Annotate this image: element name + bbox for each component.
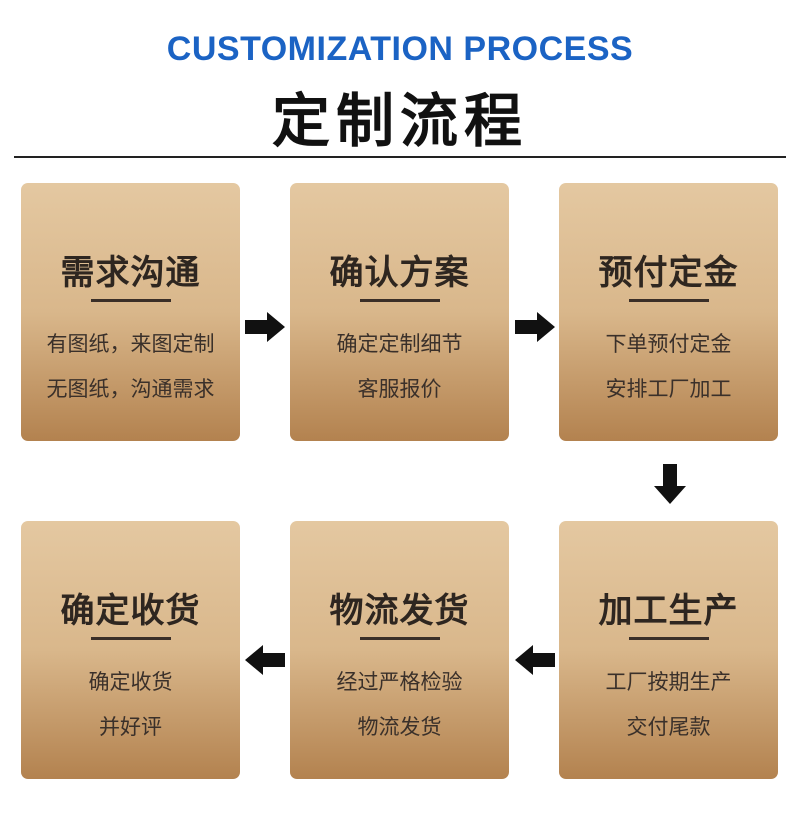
step-card-1: 需求沟通 有图纸，来图定制 无图纸，沟通需求 bbox=[21, 183, 240, 441]
step-description-line-2: 交付尾款 bbox=[626, 715, 711, 739]
step-description-line-2: 安排工厂加工 bbox=[605, 377, 732, 401]
page-title-en: CUSTOMIZATION PROCESS bbox=[166, 30, 634, 68]
step-title-underline bbox=[360, 299, 440, 302]
step-description-line-1: 确定定制细节 bbox=[336, 332, 463, 356]
step-card-3: 预付定金 下单预付定金 安排工厂加工 bbox=[559, 183, 778, 441]
arrow-down-icon bbox=[654, 464, 686, 504]
step-card-2: 确认方案 确定定制细节 客服报价 bbox=[290, 183, 509, 441]
step-description-line-1: 有图纸，来图定制 bbox=[46, 332, 215, 356]
step-title-underline bbox=[629, 637, 709, 640]
step-title: 需求沟通 bbox=[60, 253, 201, 293]
step-card-5: 物流发货 经过严格检验 物流发货 bbox=[290, 521, 509, 779]
step-title: 物流发货 bbox=[329, 591, 470, 631]
step-title: 确定收货 bbox=[60, 591, 201, 631]
arrow-right-icon bbox=[245, 312, 285, 342]
step-title-underline bbox=[360, 637, 440, 640]
step-description-line-1: 确定收货 bbox=[88, 670, 173, 694]
step-card-6: 确定收货 确定收货 并好评 bbox=[21, 521, 240, 779]
step-title-underline bbox=[91, 299, 171, 302]
step-title-underline bbox=[91, 637, 171, 640]
arrow-right-icon bbox=[515, 312, 555, 342]
step-description-line-2: 物流发货 bbox=[357, 715, 442, 739]
step-title: 确认方案 bbox=[329, 253, 470, 293]
step-description-line-1: 经过严格检验 bbox=[336, 670, 463, 694]
step-description-line-1: 工厂按期生产 bbox=[605, 670, 732, 694]
step-title: 预付定金 bbox=[598, 253, 739, 293]
step-title: 加工生产 bbox=[598, 591, 739, 631]
step-description-line-1: 下单预付定金 bbox=[605, 332, 732, 356]
arrow-left-icon bbox=[515, 645, 555, 675]
header-divider bbox=[14, 156, 786, 158]
step-description-line-2: 无图纸，沟通需求 bbox=[46, 377, 215, 401]
step-description-line-2: 客服报价 bbox=[357, 377, 442, 401]
page-title-cn: 定制流程 bbox=[271, 87, 528, 155]
arrow-left-icon bbox=[245, 645, 285, 675]
step-card-4: 加工生产 工厂按期生产 交付尾款 bbox=[559, 521, 778, 779]
step-description-line-2: 并好评 bbox=[99, 715, 162, 739]
step-title-underline bbox=[629, 299, 709, 302]
